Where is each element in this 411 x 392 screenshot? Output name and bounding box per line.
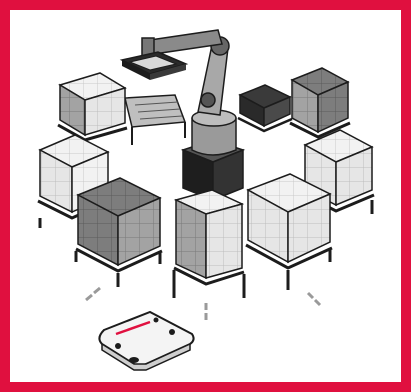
pallet-stack-front-left — [76, 178, 162, 287]
pallet-stack-front-center — [174, 190, 244, 298]
pallet-stack-right-upper — [290, 68, 350, 137]
pallet-stack-back-right-dark — [238, 85, 292, 131]
pallet-stack-front-right — [246, 174, 332, 290]
dashed-path-icon — [86, 288, 320, 320]
vacuum-gripper-icon — [122, 52, 186, 80]
pallet-stack-back-left — [58, 73, 127, 140]
robot-arm-icon — [142, 30, 236, 155]
conveyor-rack — [125, 95, 185, 145]
mobile-robot-icon — [99, 312, 193, 370]
